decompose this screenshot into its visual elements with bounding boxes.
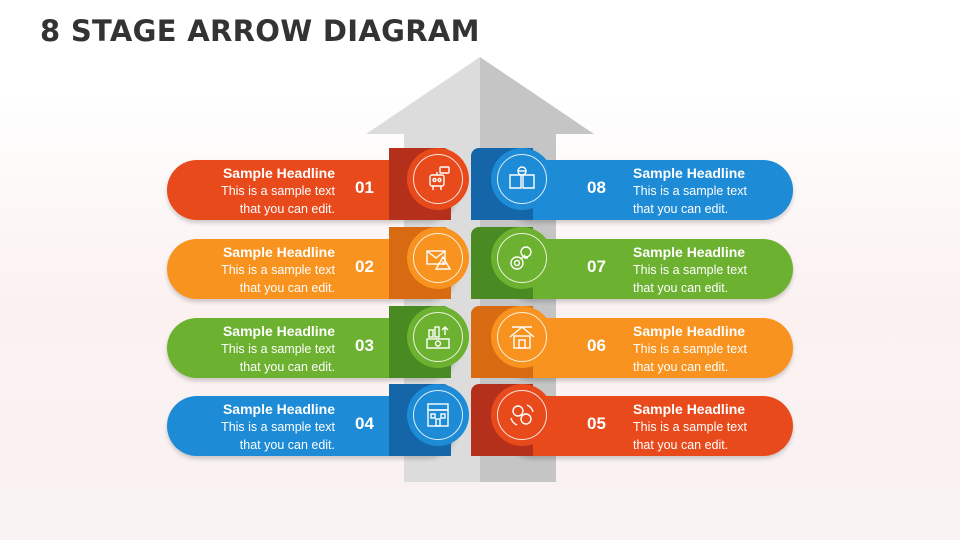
stage-06-headline: Sample Headline (633, 323, 746, 339)
stage-07-headline: Sample Headline (633, 244, 746, 260)
stage-01-headline: Sample Headline (222, 165, 335, 181)
stage-04-badge (407, 384, 469, 446)
stage-03-headline: Sample Headline (222, 323, 335, 339)
stage-08-text-line1: This is a sample text (633, 184, 747, 198)
stage-05-number: 05 (587, 414, 606, 433)
stage-03-text-line2: that you can edit. (239, 359, 335, 374)
stage-01-text-line1: This is a sample text (221, 184, 335, 198)
stage-05: Sample Headline This is a sample text th… (471, 384, 793, 456)
stage-06-text-line2: that you can edit. (633, 359, 729, 374)
stage-04: Sample Headline This is a sample text th… (167, 384, 487, 456)
stage-01-text-line2: that you can edit. (239, 201, 335, 216)
stage-03-text-line1: This is a sample text (221, 342, 335, 356)
stage-02-badge (407, 227, 469, 289)
stage-07: Sample Headline This is a sample text th… (471, 227, 793, 299)
stage-01-pill: Sample Headline This is a sample text th… (167, 160, 457, 220)
money-growth-icon (423, 322, 453, 352)
coins-cycle-icon (507, 400, 537, 430)
stage-01-number: 01 (355, 178, 374, 197)
stage-04-number: 04 (355, 414, 374, 433)
page-title: 8 STAGE ARROW DIAGRAM (40, 14, 480, 48)
stage-08-text-line2: that you can edit. (633, 201, 729, 216)
stage-07-badge (491, 227, 553, 289)
stage-05-badge (491, 384, 553, 446)
idea-target-icon (507, 243, 537, 273)
stage-03-badge (407, 306, 469, 368)
stage-07-text-line2: that you can edit. (633, 280, 729, 295)
stage-06: Sample Headline This is a sample text th… (471, 306, 793, 378)
stage-04-text-line1: This is a sample text (221, 420, 335, 434)
stage-02-text-line1: This is a sample text (221, 263, 335, 277)
warning-mail-icon (423, 243, 453, 273)
stage-07-pill: Sample Headline This is a sample text th… (503, 239, 793, 299)
stage-03: Sample Headline This is a sample text th… (167, 306, 487, 378)
stage-04-text-line2: that you can edit. (239, 437, 335, 452)
stage-08-pill: Sample Headline This is a sample text th… (503, 160, 793, 220)
stage-05-text-line1: This is a sample text (633, 420, 747, 434)
stage-02: Sample Headline This is a sample text th… (167, 227, 487, 299)
stage-08-headline: Sample Headline (633, 165, 746, 181)
stage-05-pill: Sample Headline This is a sample text th… (503, 396, 793, 456)
stage-05-headline: Sample Headline (633, 401, 746, 417)
stage-03-number: 03 (355, 336, 374, 355)
stage-02-text-line2: that you can edit. (239, 280, 335, 295)
stage-06-badge (491, 306, 553, 368)
stage-07-number: 07 (587, 257, 606, 276)
stage-02-headline: Sample Headline (222, 244, 335, 260)
stage-07-text-line1: This is a sample text (633, 263, 747, 277)
stage-08-number: 08 (587, 178, 606, 197)
robot-chat-icon (423, 164, 453, 194)
stage-06-text-line1: This is a sample text (633, 342, 747, 356)
stage-08: Sample Headline This is a sample text th… (471, 148, 793, 220)
stage-02-number: 02 (355, 257, 374, 276)
house-icon (507, 322, 537, 352)
stage-01: Sample Headline This is a sample text th… (167, 148, 487, 220)
stage-08-badge (491, 148, 553, 210)
stage-06-number: 06 (587, 336, 606, 355)
bank-icon (423, 400, 453, 430)
stage-05-text-line2: that you can edit. (633, 437, 729, 452)
book-globe-icon (507, 164, 537, 194)
stage-04-headline: Sample Headline (222, 401, 335, 417)
stage-01-badge (407, 148, 469, 210)
